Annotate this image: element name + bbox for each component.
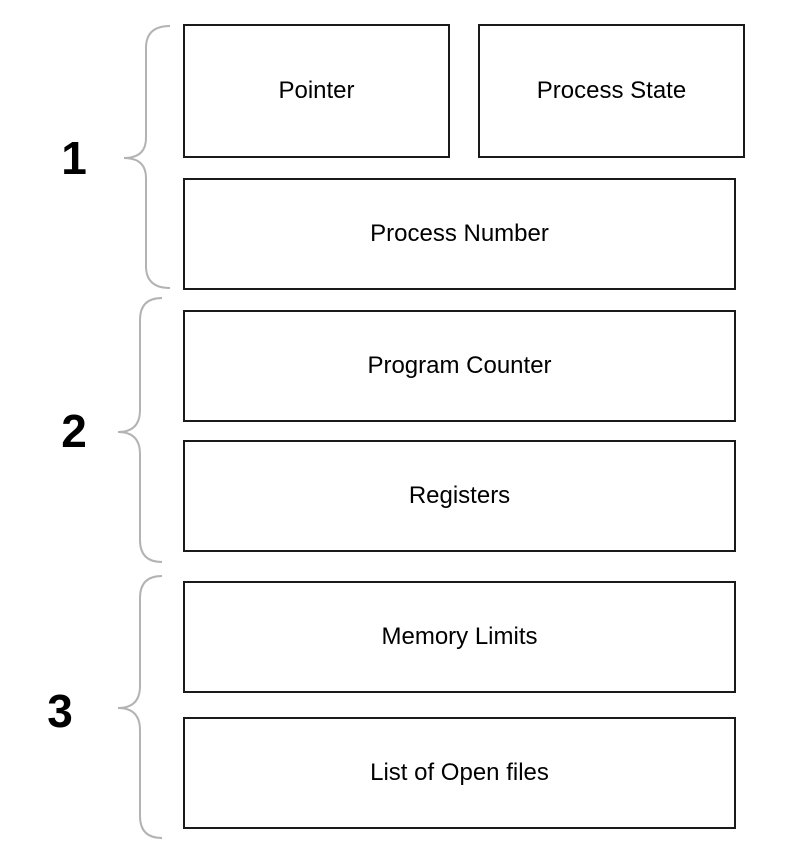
brace-group-3 [117,575,163,839]
pointer-label: Pointer [278,77,355,104]
group-number-1: 1 [61,132,87,184]
process-number-label: Process Number [370,220,549,247]
program-counter-box: Program Counter [183,310,736,422]
process-state-label: Process State [536,77,687,104]
program-counter-label: Program Counter [367,352,552,379]
group-number-2: 2 [61,405,87,457]
process-state-box: Process State [478,24,745,158]
open-files-label: List of Open files [370,759,549,786]
brace-group-2 [117,297,163,563]
open-files-box: List of Open files [183,717,736,829]
memory-limits-box: Memory Limits [183,581,736,693]
process-number-box: Process Number [183,178,736,290]
registers-label: Registers [408,482,511,509]
pointer-box: Pointer [183,24,450,158]
brace-group-1 [123,25,171,289]
group-number-3: 3 [47,685,73,737]
memory-limits-label: Memory Limits [381,623,538,650]
registers-box: Registers [183,440,736,552]
